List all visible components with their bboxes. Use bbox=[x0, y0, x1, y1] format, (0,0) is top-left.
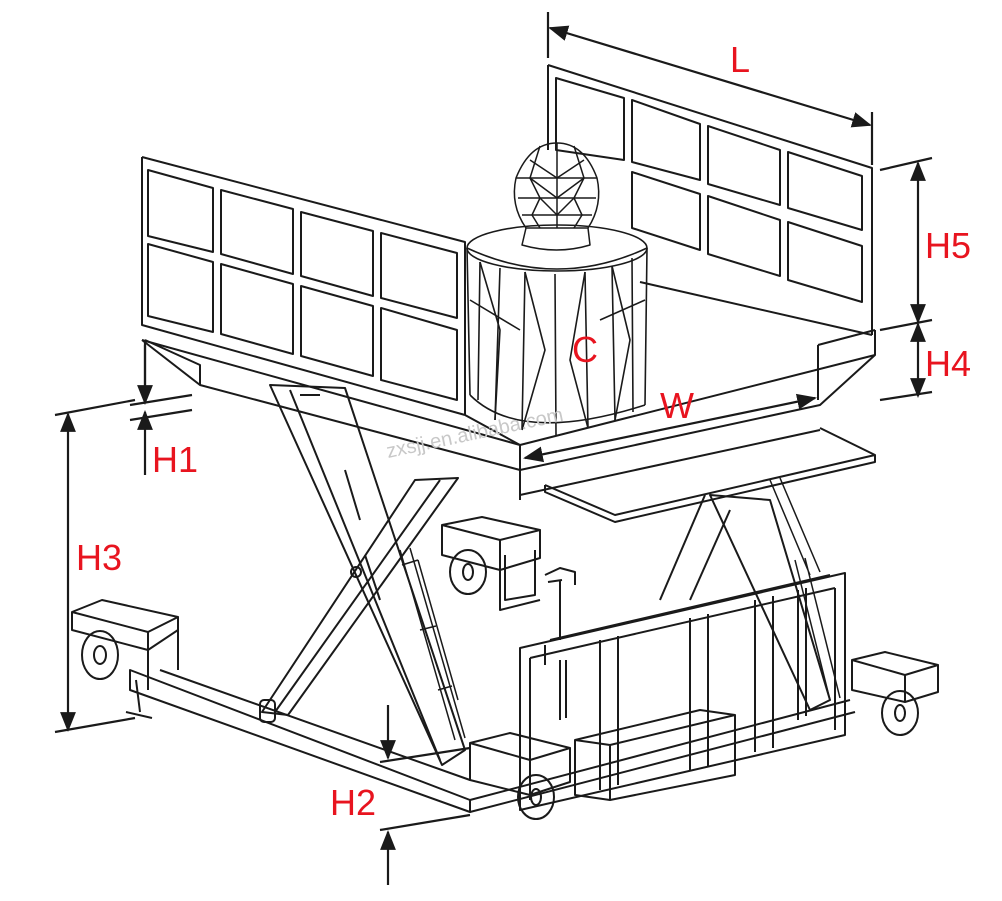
label-H4: H4 bbox=[925, 343, 971, 384]
dimension-L bbox=[546, 12, 874, 165]
scissor-arms-right bbox=[659, 494, 831, 711]
caster-rear-left bbox=[469, 732, 571, 820]
hydraulic-cylinder-left bbox=[399, 547, 466, 741]
dimension-H3 bbox=[54, 398, 136, 734]
front-guardrail bbox=[141, 156, 466, 416]
dome-top bbox=[513, 142, 600, 251]
dimension-H5 bbox=[879, 156, 933, 332]
dimension-H2 bbox=[379, 705, 471, 885]
dimension-lines bbox=[54, 12, 933, 885]
hydraulic-cylinder-right bbox=[769, 477, 841, 701]
watermark: zxsjj.en.alibaba.com bbox=[384, 404, 565, 463]
label-C: C bbox=[572, 329, 598, 370]
back-guardrail bbox=[547, 64, 873, 336]
caster-rear-right bbox=[851, 651, 939, 736]
dimension-W bbox=[523, 393, 817, 463]
extension-plate bbox=[544, 427, 876, 523]
label-H2: H2 bbox=[330, 782, 376, 823]
label-H3: H3 bbox=[76, 537, 122, 578]
label-L: L bbox=[730, 39, 750, 80]
label-W: W bbox=[660, 385, 694, 426]
control-box bbox=[574, 709, 736, 801]
dimension-H4 bbox=[879, 322, 933, 402]
label-H1: H1 bbox=[152, 439, 198, 480]
scissor-arms-left bbox=[259, 384, 466, 766]
base-frame bbox=[129, 567, 856, 813]
dimension-H1 bbox=[129, 340, 193, 475]
caster-front-middle bbox=[441, 516, 541, 611]
dimension-labels: L H5 H4 C W H1 H3 H2 bbox=[76, 39, 971, 823]
payload-cylinder bbox=[466, 224, 648, 436]
caster-front-left bbox=[71, 599, 179, 719]
label-H5: H5 bbox=[925, 225, 971, 266]
drawing-lines bbox=[71, 64, 939, 820]
